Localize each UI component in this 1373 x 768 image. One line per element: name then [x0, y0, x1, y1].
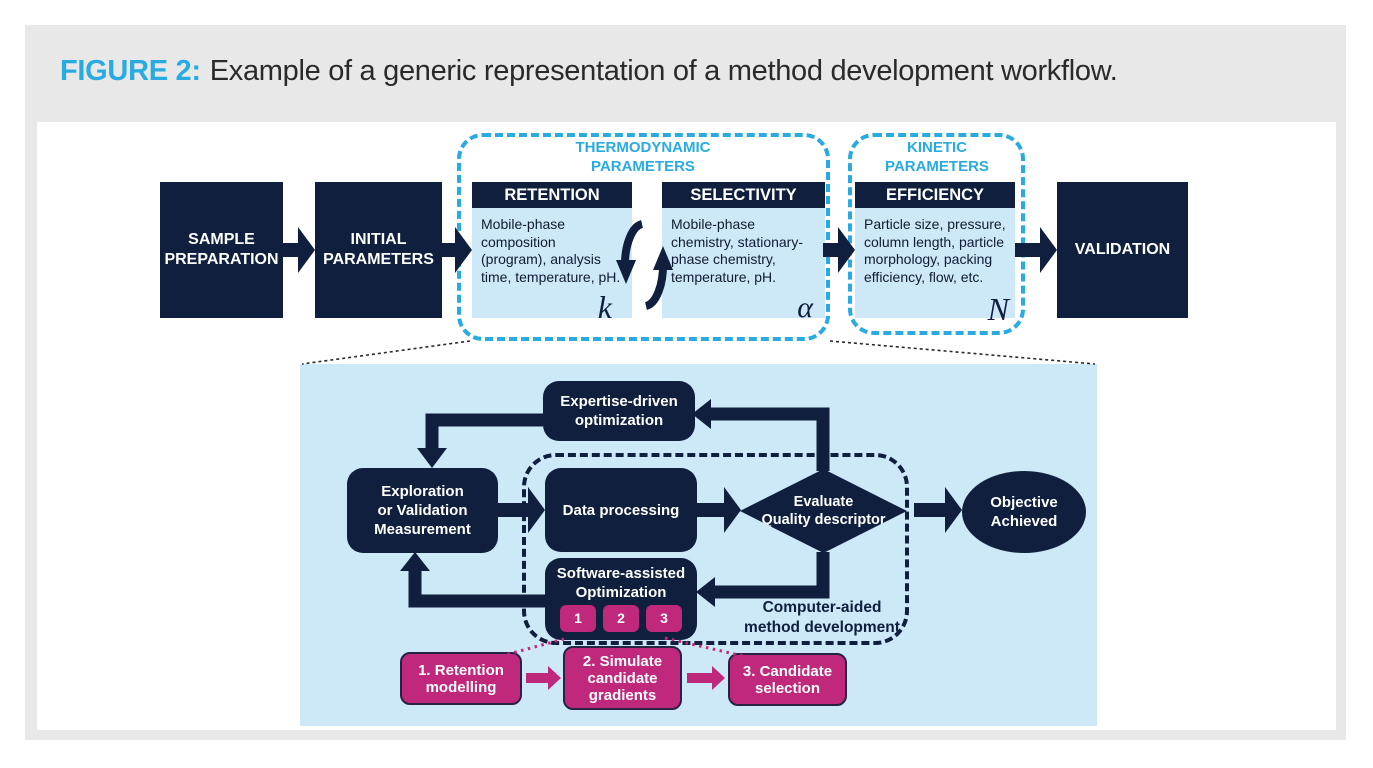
exploration-line-1: Exploration — [381, 483, 464, 500]
software-step-3-badge: 3 — [646, 605, 682, 632]
efficiency-symbol-n: N — [987, 290, 1009, 327]
exploration-line-2: or Validation — [377, 502, 468, 519]
efficiency-header: EFFICIENCY — [855, 182, 1015, 208]
retention-body: Mobile-phase composition (program), anal… — [472, 208, 632, 325]
selectivity-text: Mobile-phase chemistry, stationary-phase… — [671, 216, 803, 285]
software-step-1-badge: 1 — [560, 605, 596, 632]
efficiency-text: Particle size, pressure, column length, … — [864, 216, 1006, 285]
figure-title: FIGURE 2:Example of a generic representa… — [60, 55, 1118, 88]
software-assisted-box: Software-assisted Optimization 1 2 3 — [545, 558, 697, 640]
objective-achieved-ellipse: Objective Achieved — [962, 471, 1086, 553]
thermodynamic-group-title: THERMODYNAMIC PARAMETERS — [575, 139, 711, 175]
zoom-connector-left-line — [301, 340, 471, 365]
selectivity-body: Mobile-phase chemistry, stationary-phase… — [662, 208, 825, 324]
software-step-2-badge: 2 — [603, 605, 639, 632]
sample-preparation-box: SAMPLE PREPARATION — [160, 182, 283, 318]
retention-text: Mobile-phase composition (program), anal… — [481, 216, 621, 285]
zoom-connector-right-line — [829, 340, 1096, 365]
validation-box: VALIDATION — [1057, 182, 1188, 318]
exploration-line-3: Measurement — [374, 521, 471, 538]
expertise-driven-box: Expertise-driven optimization — [543, 381, 695, 441]
efficiency-box: EFFICIENCY Particle size, pressure, colu… — [855, 182, 1015, 327]
figure-frame: FIGURE 2:Example of a generic representa… — [25, 25, 1346, 740]
efficiency-body: Particle size, pressure, column length, … — [855, 208, 1015, 327]
selectivity-header: SELECTIVITY — [662, 182, 825, 208]
step-simulate-gradients-box: 2. Simulate candidate gradients — [563, 646, 682, 710]
step-candidate-selection-box: 3. Candidate selection — [728, 653, 847, 706]
software-assisted-label: Software-assisted Optimization — [556, 565, 686, 601]
computer-aided-line-1: Computer-aided — [762, 599, 882, 616]
step-retention-modelling-box: 1. Retention modelling — [400, 652, 522, 705]
evaluate-line-2: Quality descriptor — [761, 512, 886, 528]
figure-caption: Example of a generic representation of a… — [209, 55, 1118, 87]
retention-symbol-k: k — [597, 288, 612, 325]
retention-header: RETENTION — [472, 182, 632, 208]
kinetic-group-title: KINETIC PARAMETERS — [885, 139, 989, 175]
arrow-sample-to-initial-icon — [283, 227, 315, 273]
data-processing-box: Data processing — [545, 468, 697, 552]
software-steps-row: 1 2 3 — [560, 605, 682, 632]
computer-aided-label: Computer-aided method development — [727, 598, 917, 638]
computer-aided-line-2: method development — [744, 619, 900, 636]
initial-parameters-box: INITIAL PARAMETERS — [315, 182, 442, 318]
retention-box: RETENTION Mobile-phase composition (prog… — [472, 182, 632, 325]
selectivity-symbol-alpha: α — [797, 290, 813, 324]
evaluate-line-1: Evaluate — [793, 494, 854, 510]
diagram-canvas: THERMODYNAMIC PARAMETERS KINETIC PARAMET… — [37, 122, 1336, 730]
selectivity-box: SELECTIVITY Mobile-phase chemistry, stat… — [662, 182, 825, 324]
exploration-box: Exploration or Validation Measurement — [347, 468, 498, 553]
figure-label: FIGURE 2: — [60, 55, 201, 87]
